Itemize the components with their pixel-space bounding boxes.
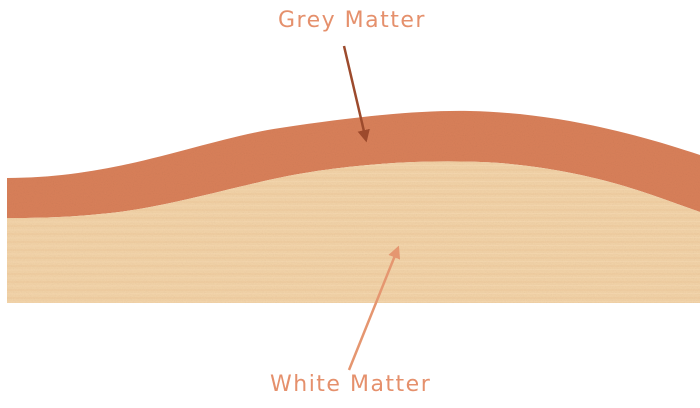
white-matter-arrow — [347, 245, 401, 371]
grey-matter-layer — [7, 110, 700, 218]
grey-matter-label: Grey Matter — [278, 8, 426, 33]
grey-matter-arrow — [342, 45, 370, 143]
white-matter-label: White Matter — [270, 372, 432, 397]
white-matter-fibers — [7, 161, 700, 303]
